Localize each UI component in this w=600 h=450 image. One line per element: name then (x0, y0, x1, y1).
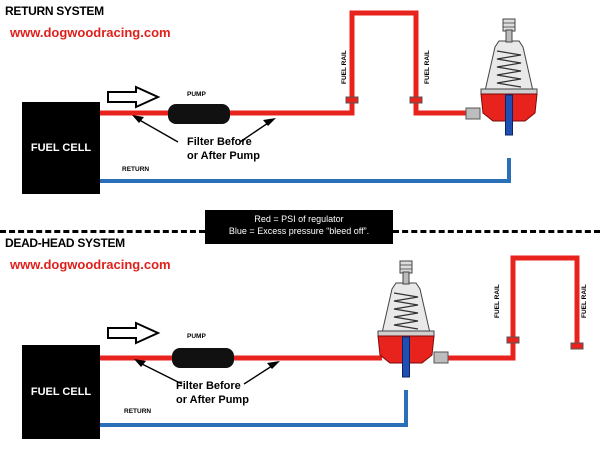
website-link[interactable]: www.dogwoodracing.com (10, 25, 171, 40)
deadhead-regulator-to-rail (440, 340, 516, 361)
filter-note: Filter Before or After Pump (187, 135, 260, 163)
fuel-rail-label: FUEL RAIL (581, 284, 588, 318)
filter-note: Filter Before or After Pump (176, 379, 249, 407)
return-label: RETURN (124, 408, 152, 415)
pump-icon (168, 104, 230, 124)
return-line (100, 158, 511, 183)
filter-note-line1: Filter Before (176, 380, 241, 392)
deadhead-return-line (100, 390, 408, 427)
section-title-return: RETURN SYSTEM (5, 4, 104, 18)
section-divider (0, 230, 205, 233)
color-legend: Red = PSI of regulator Blue = Excess pre… (205, 210, 393, 244)
pressure-regulator (480, 18, 538, 136)
section-title-deadhead: DEAD-HEAD SYSTEM (5, 236, 125, 250)
website-link[interactable]: www.dogwoodracing.com (10, 257, 171, 272)
return-rail-to-regulator (413, 104, 478, 116)
pressure-regulator (377, 260, 435, 378)
filter-note-line1: Filter Before (187, 136, 252, 148)
fuel-cell: FUEL CELL (22, 102, 100, 194)
flow-arrow-icon (107, 321, 161, 345)
flow-arrow-icon (107, 85, 161, 109)
filter-note-line2: or After Pump (176, 394, 249, 406)
filter-note-line2: or After Pump (187, 150, 260, 162)
pump-label: PUMP (187, 91, 206, 98)
pump-icon (172, 348, 234, 368)
fuel-rail-label: FUEL RAIL (424, 50, 431, 84)
return-fuel-rail-loop (349, 10, 419, 104)
pump-label: PUMP (187, 333, 206, 340)
fuel-cell-label: FUEL CELL (30, 142, 92, 154)
fuel-cell: FUEL CELL (22, 345, 100, 439)
legend-blue: Blue = Excess pressure “bleed off”. (228, 226, 370, 236)
return-label: RETURN (122, 166, 150, 173)
deadhead-fuel-rail-loop (510, 255, 580, 346)
section-divider (393, 230, 600, 233)
fuel-cell-label: FUEL CELL (30, 386, 92, 398)
fuel-rail-label: FUEL RAIL (494, 284, 501, 318)
fuel-rail-label: FUEL RAIL (341, 50, 348, 84)
legend-red: Red = PSI of regulator (254, 214, 344, 224)
